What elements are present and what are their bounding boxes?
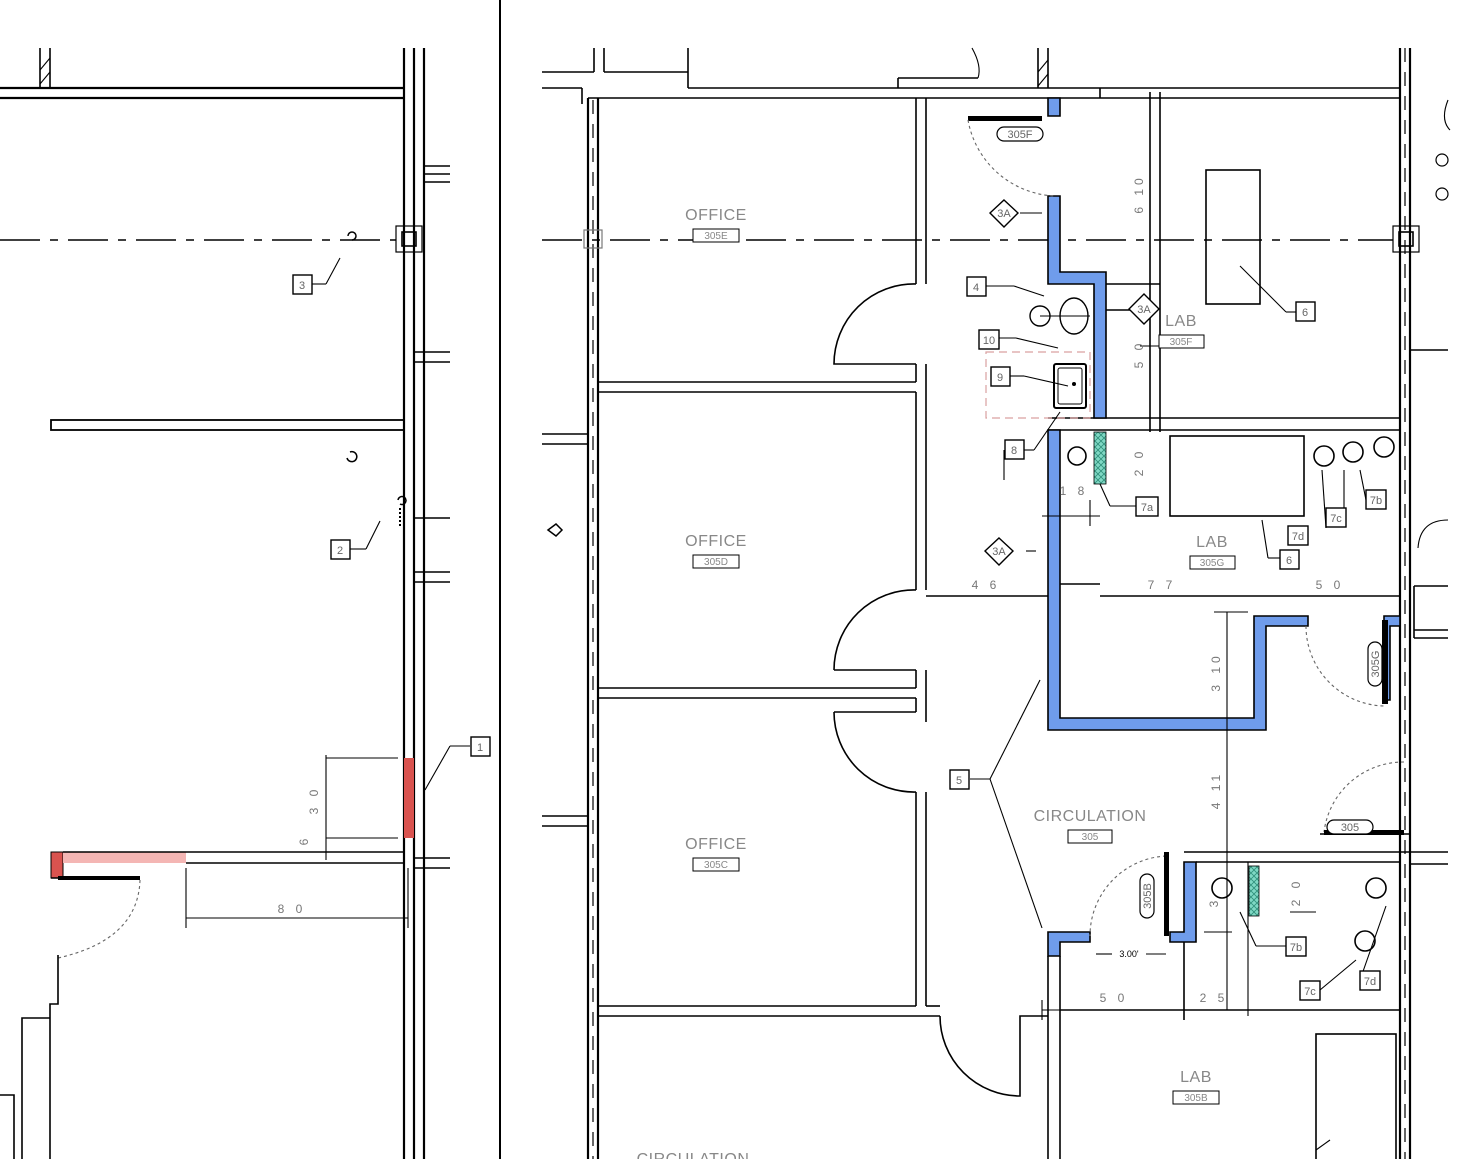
room-number-305b: 305B <box>1184 1093 1208 1104</box>
keynote-3a-lower: 3A <box>992 546 1006 558</box>
dim-4-6: 4 6 <box>972 578 1001 592</box>
door-tag-305b: 305B <box>1142 883 1154 909</box>
keynote-7b-top: 7b <box>1370 495 1382 507</box>
hatched-panel-bottom <box>1248 865 1260 917</box>
keynote-3a-mid: 3A <box>1137 304 1151 316</box>
keynote-1: 1 <box>477 742 483 754</box>
keynote-2: 2 <box>337 545 343 557</box>
keynote-7d-bottom: 7d <box>1364 976 1376 988</box>
hatched-panel-top <box>1093 431 1107 485</box>
keynote-7a: 7a <box>1141 502 1154 514</box>
dim-3-10: 3 10 <box>1209 652 1223 691</box>
room-name-lab-305b: LAB <box>1180 1069 1212 1086</box>
right-panel <box>542 47 1451 1159</box>
dim-5-0-bottom: 5 0 <box>1100 991 1129 1005</box>
dim-3-00: 3.00' <box>1119 949 1139 959</box>
room-number-305g: 305G <box>1200 558 1225 569</box>
keynote-7d-top: 7d <box>1292 531 1304 543</box>
room-number-305f: 305F <box>1170 337 1193 348</box>
door-tag-305: 305 <box>1341 822 1359 834</box>
dim-6-10: 6 10 <box>1132 174 1146 213</box>
keynote-3a-top: 3A <box>997 208 1011 220</box>
new-wall-blue <box>1047 97 1401 957</box>
dim-2-0-vertical: 2 0 <box>1132 448 1146 477</box>
room-number-305c: 305C <box>704 860 728 871</box>
room-name-circulation-305: CIRCULATION <box>1034 808 1147 825</box>
door-tag-305g: 305G <box>1370 651 1382 678</box>
keynote-10: 10 <box>983 335 995 347</box>
room-name-lab-305g: LAB <box>1196 534 1228 551</box>
dim-8-0: 8 0 <box>278 902 307 916</box>
dim-1-8: 1 8 <box>1060 484 1089 498</box>
demo-wall-end <box>50 851 64 879</box>
room-name-office-305d: OFFICE <box>685 533 747 550</box>
keynote-7c-top: 7c <box>1330 513 1342 525</box>
door-tag-305f: 305F <box>1007 129 1032 141</box>
room-number-305e: 305E <box>704 231 728 242</box>
room-name-circulation-bottom: CIRCULATION <box>637 1151 750 1159</box>
room-number-305d: 305D <box>704 557 728 568</box>
keynote-4: 4 <box>973 282 979 294</box>
dim-5-0-vertical: 5 0 <box>1132 340 1146 369</box>
keynote-7c-bottom: 7c <box>1304 986 1316 998</box>
left-panel <box>0 48 470 1159</box>
keynote-9: 9 <box>997 372 1003 384</box>
room-number-305: 305 <box>1082 832 1099 843</box>
keynote-7b-bottom: 7b <box>1290 942 1302 954</box>
dim-5-0-horizontal: 5 0 <box>1316 578 1345 592</box>
room-name-office-305c: OFFICE <box>685 836 747 853</box>
dim-3-0: 3 0 <box>307 786 321 815</box>
dim-4-11: 4 11 <box>1209 771 1223 809</box>
keynote-5: 5 <box>956 775 962 787</box>
dim-7-7: 7 7 <box>1148 578 1177 592</box>
room-name-office-305e: OFFICE <box>685 207 747 224</box>
keynote-6-lower: 6 <box>1286 555 1292 567</box>
keynote-3: 3 <box>299 280 305 292</box>
room-name-lab-305f: LAB <box>1165 313 1197 330</box>
keynote-8: 8 <box>1011 445 1017 457</box>
dim-2-0-bottom: 2 0 <box>1289 878 1303 907</box>
demo-wall-vertical <box>404 758 414 838</box>
dim-3: 3 <box>1207 897 1221 908</box>
keynote-6-top: 6 <box>1302 307 1308 319</box>
dim-2-5: 2 5 <box>1200 991 1229 1005</box>
demo-wall-light <box>63 852 186 863</box>
dim-6: 6 <box>297 835 311 846</box>
